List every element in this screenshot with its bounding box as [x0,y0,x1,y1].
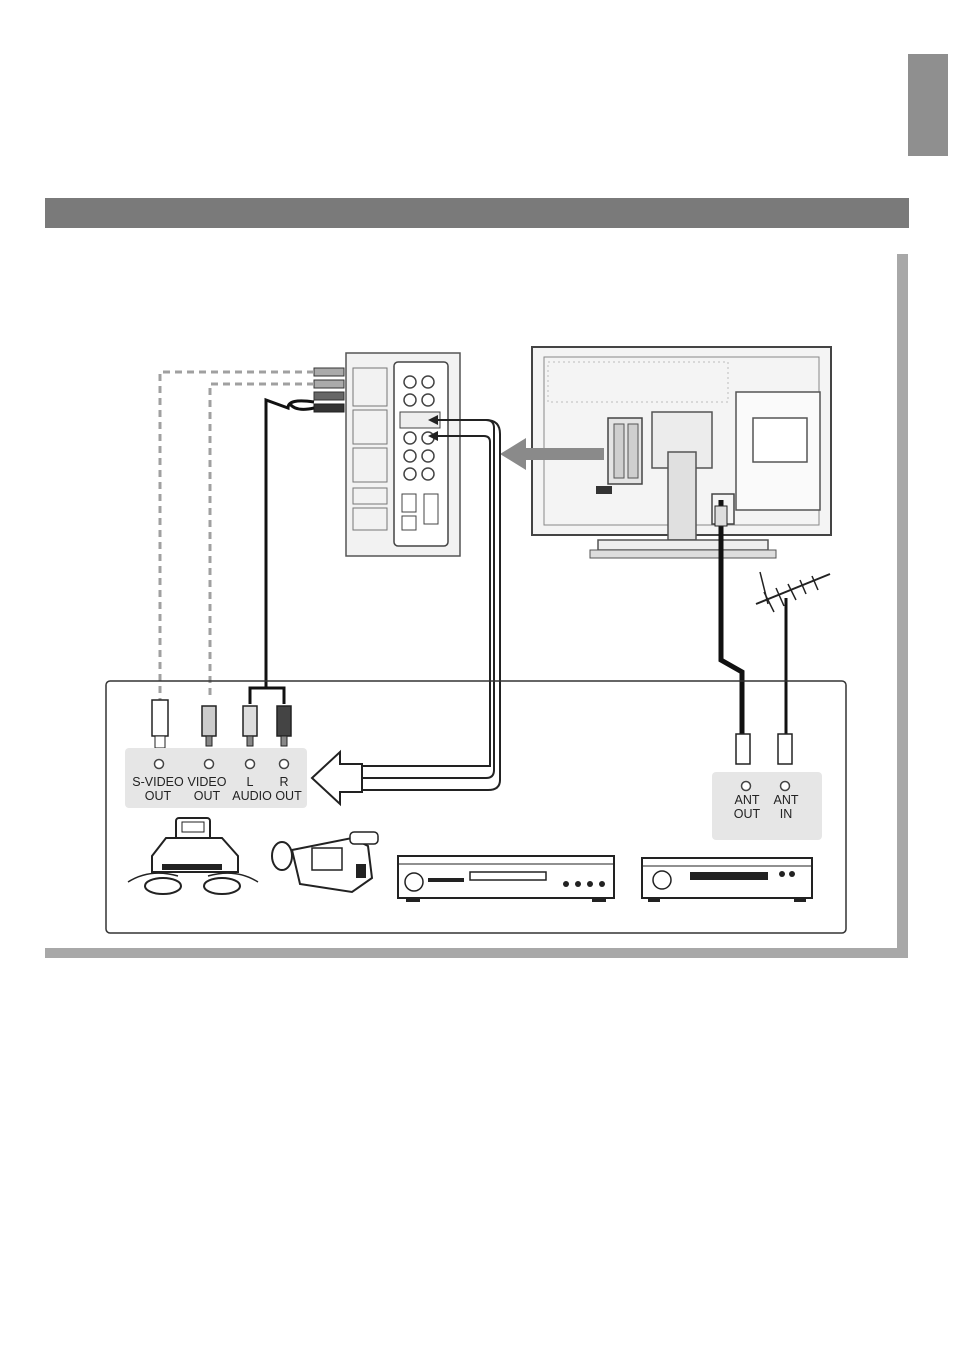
game-console-icon [128,818,258,894]
audio-r-jack [280,760,289,769]
svideo-cable [160,372,314,700]
audio-cable [250,400,314,704]
svideo-jack [155,760,164,769]
svideo-label: S-VIDEO [132,775,184,789]
antenna-icon [756,572,830,612]
video-label: VIDEO [188,775,227,789]
dvd-player-icon [398,856,614,902]
ant-in-label: ANT [774,793,799,807]
ant-out-label: ANT [735,793,760,807]
ant-in-sub-label: IN [780,807,793,821]
video-jack [205,760,214,769]
av-output-panel: S-VIDEO OUT VIDEO OUT L R AUDIO OUT [125,748,307,808]
video-cable [210,384,314,700]
video-out-label: OUT [194,789,221,803]
vcr-icon [642,858,812,902]
audio-out-label: AUDIO OUT [232,789,302,803]
ant-out-jack [742,782,751,791]
audio-r-label: R [279,775,288,789]
audio-l-jack [246,760,255,769]
ant-in-jack [781,782,790,791]
camcorder-icon [272,832,378,892]
audio-l-label: L [247,775,254,789]
ant-out-sub-label: OUT [734,807,761,821]
tv-input-panel-zoom [314,353,460,556]
svideo-out-label: OUT [145,789,172,803]
antenna-connector-panel: ANT OUT ANT IN [712,772,822,840]
